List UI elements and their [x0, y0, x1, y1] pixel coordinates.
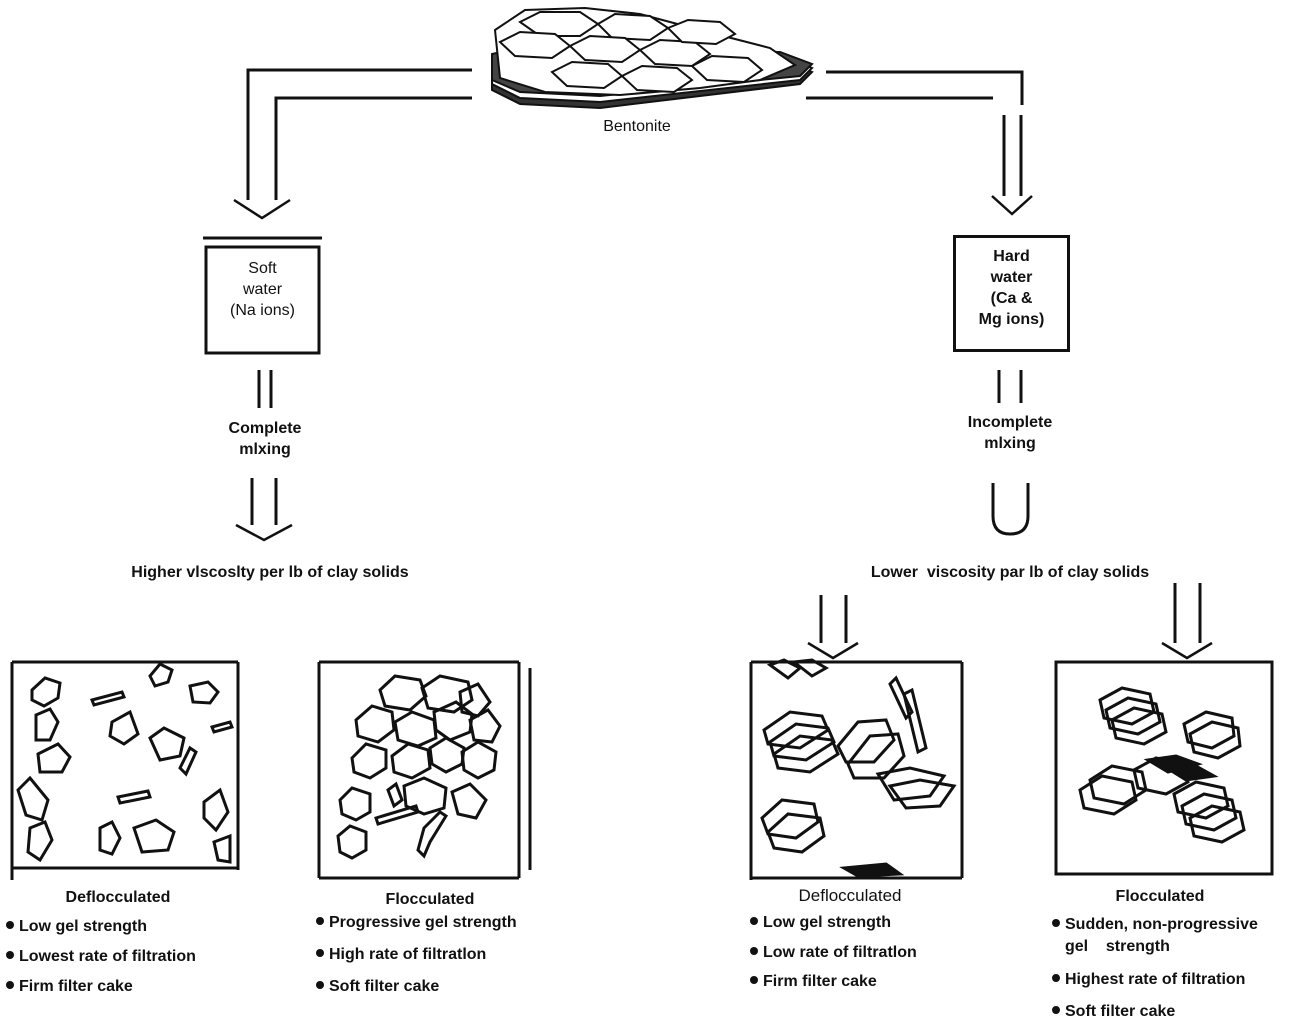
hard-water-box	[953, 235, 1070, 352]
arrow-to-hard-water	[806, 70, 1033, 216]
soft-water-line-3: (Na ions)	[230, 302, 295, 319]
soft-water-line-1: Soft	[248, 260, 277, 277]
bullet-dot	[6, 921, 14, 929]
complete-mixing-arrow	[235, 478, 293, 542]
bullet-text: Soft filter cake	[329, 978, 440, 995]
incomplete-mixing-arrow	[991, 483, 1030, 536]
bullet-dot	[1052, 1006, 1060, 1014]
incomplete-mixing-label: Incomplete mlxing	[945, 412, 1075, 454]
right-floc-bullet-1-cont: gel strength	[1052, 937, 1170, 957]
soft-water-connector	[257, 370, 273, 408]
incomplete-mixing-line-1: Incomplete	[967, 414, 1053, 431]
panel-right-deflocculated	[749, 658, 964, 880]
bullet-dot	[316, 917, 324, 925]
right-floc-bullet-3: Soft filter cake	[1052, 1002, 1175, 1022]
arrow-to-right-flocculated	[1161, 583, 1213, 660]
complete-mixing-line-1: Complete	[228, 420, 302, 437]
bullet-text: gel strength	[1065, 938, 1170, 955]
panel-left-deflocculated	[10, 660, 240, 880]
bullet-text: Low rate of filtratlon	[763, 944, 917, 961]
right-defloc-bullet-2: Low rate of filtratlon	[750, 943, 917, 963]
bullet-text: Firm filter cake	[19, 978, 133, 995]
bullet-text: Low gel strength	[763, 914, 891, 931]
incomplete-mixing-line-2: mlxing	[984, 435, 1036, 452]
bullet-text: Lowest rate of filtration	[19, 948, 196, 965]
bullet-text: Progressive gel strength	[329, 914, 517, 931]
bullet-dot	[750, 976, 758, 984]
lower-viscosity-label: Lower viscosity par lb of clay solids	[870, 564, 1150, 581]
bullet-dot	[6, 951, 14, 959]
left-floc-bullet-3: Soft filter cake	[316, 977, 439, 997]
hard-water-connector	[997, 370, 1023, 403]
right-defloc-bullet-1: Low gel strength	[750, 913, 891, 933]
right-defloc-bullet-3: Firm filter cake	[750, 972, 877, 992]
bentonite-stack-illustration	[491, 6, 814, 110]
arrow-to-soft-water	[233, 68, 472, 220]
left-defloc-bullet-1: Low gel strength	[6, 917, 147, 937]
hard-water-line-2: water	[990, 269, 1033, 286]
bullet-dot	[750, 947, 758, 955]
hard-water-label: Hard water (Ca & Mg ions)	[953, 246, 1070, 330]
hard-water-line-3: (Ca &	[990, 290, 1033, 307]
complete-mixing-label: Complete mlxing	[200, 418, 330, 460]
right-deflocculated-title: Deflocculated	[798, 886, 902, 905]
left-defloc-bullet-2: Lowest rate of filtration	[6, 947, 196, 967]
panel-left-flocculated	[317, 660, 532, 880]
higher-viscosity-label: Higher vlscoslty per lb of clay solids	[131, 564, 409, 581]
arrow-to-right-deflocculated	[807, 595, 859, 660]
bullet-text: Low gel strength	[19, 918, 147, 935]
right-floc-bullet-1: Sudden, non-progressive	[1052, 915, 1258, 935]
left-defloc-bullet-3: Firm filter cake	[6, 977, 133, 997]
bullet-text: Firm filter cake	[763, 973, 877, 990]
bullet-dot	[1052, 974, 1060, 982]
soft-water-box-frame	[203, 236, 322, 355]
bullet-text: Soft filter cake	[1065, 1003, 1176, 1020]
soft-water-line-2: water	[242, 281, 283, 298]
right-floc-bullet-2: Highest rate of filtration	[1052, 970, 1245, 990]
hard-water-line-1: Hard	[993, 248, 1030, 265]
left-floc-bullet-1: Progressive gel strength	[316, 913, 517, 933]
hard-water-line-4: Mg ions)	[978, 311, 1045, 328]
bullet-dot	[6, 981, 14, 989]
bullet-dot	[316, 981, 324, 989]
bullet-text: Sudden, non-progressive	[1065, 916, 1258, 933]
complete-mixing-line-2: mlxing	[239, 441, 291, 458]
bullet-text: Highest rate of filtration	[1065, 971, 1246, 988]
right-flocculated-title: Flocculated	[1115, 888, 1205, 905]
soft-water-label: Soft water (Na ions)	[206, 258, 319, 321]
left-floc-bullet-2: High rate of filtratlon	[316, 945, 486, 965]
bullet-dot	[1052, 919, 1060, 927]
left-deflocculated-title: Deflocculated	[65, 889, 171, 906]
bullet-dot	[750, 917, 758, 925]
bullet-dot	[316, 949, 324, 957]
left-flocculated-title: Flocculated	[385, 891, 475, 908]
bentonite-label: Bentonite	[603, 118, 671, 135]
panel-right-flocculated	[1054, 660, 1274, 876]
bullet-text: High rate of filtratlon	[329, 946, 487, 963]
